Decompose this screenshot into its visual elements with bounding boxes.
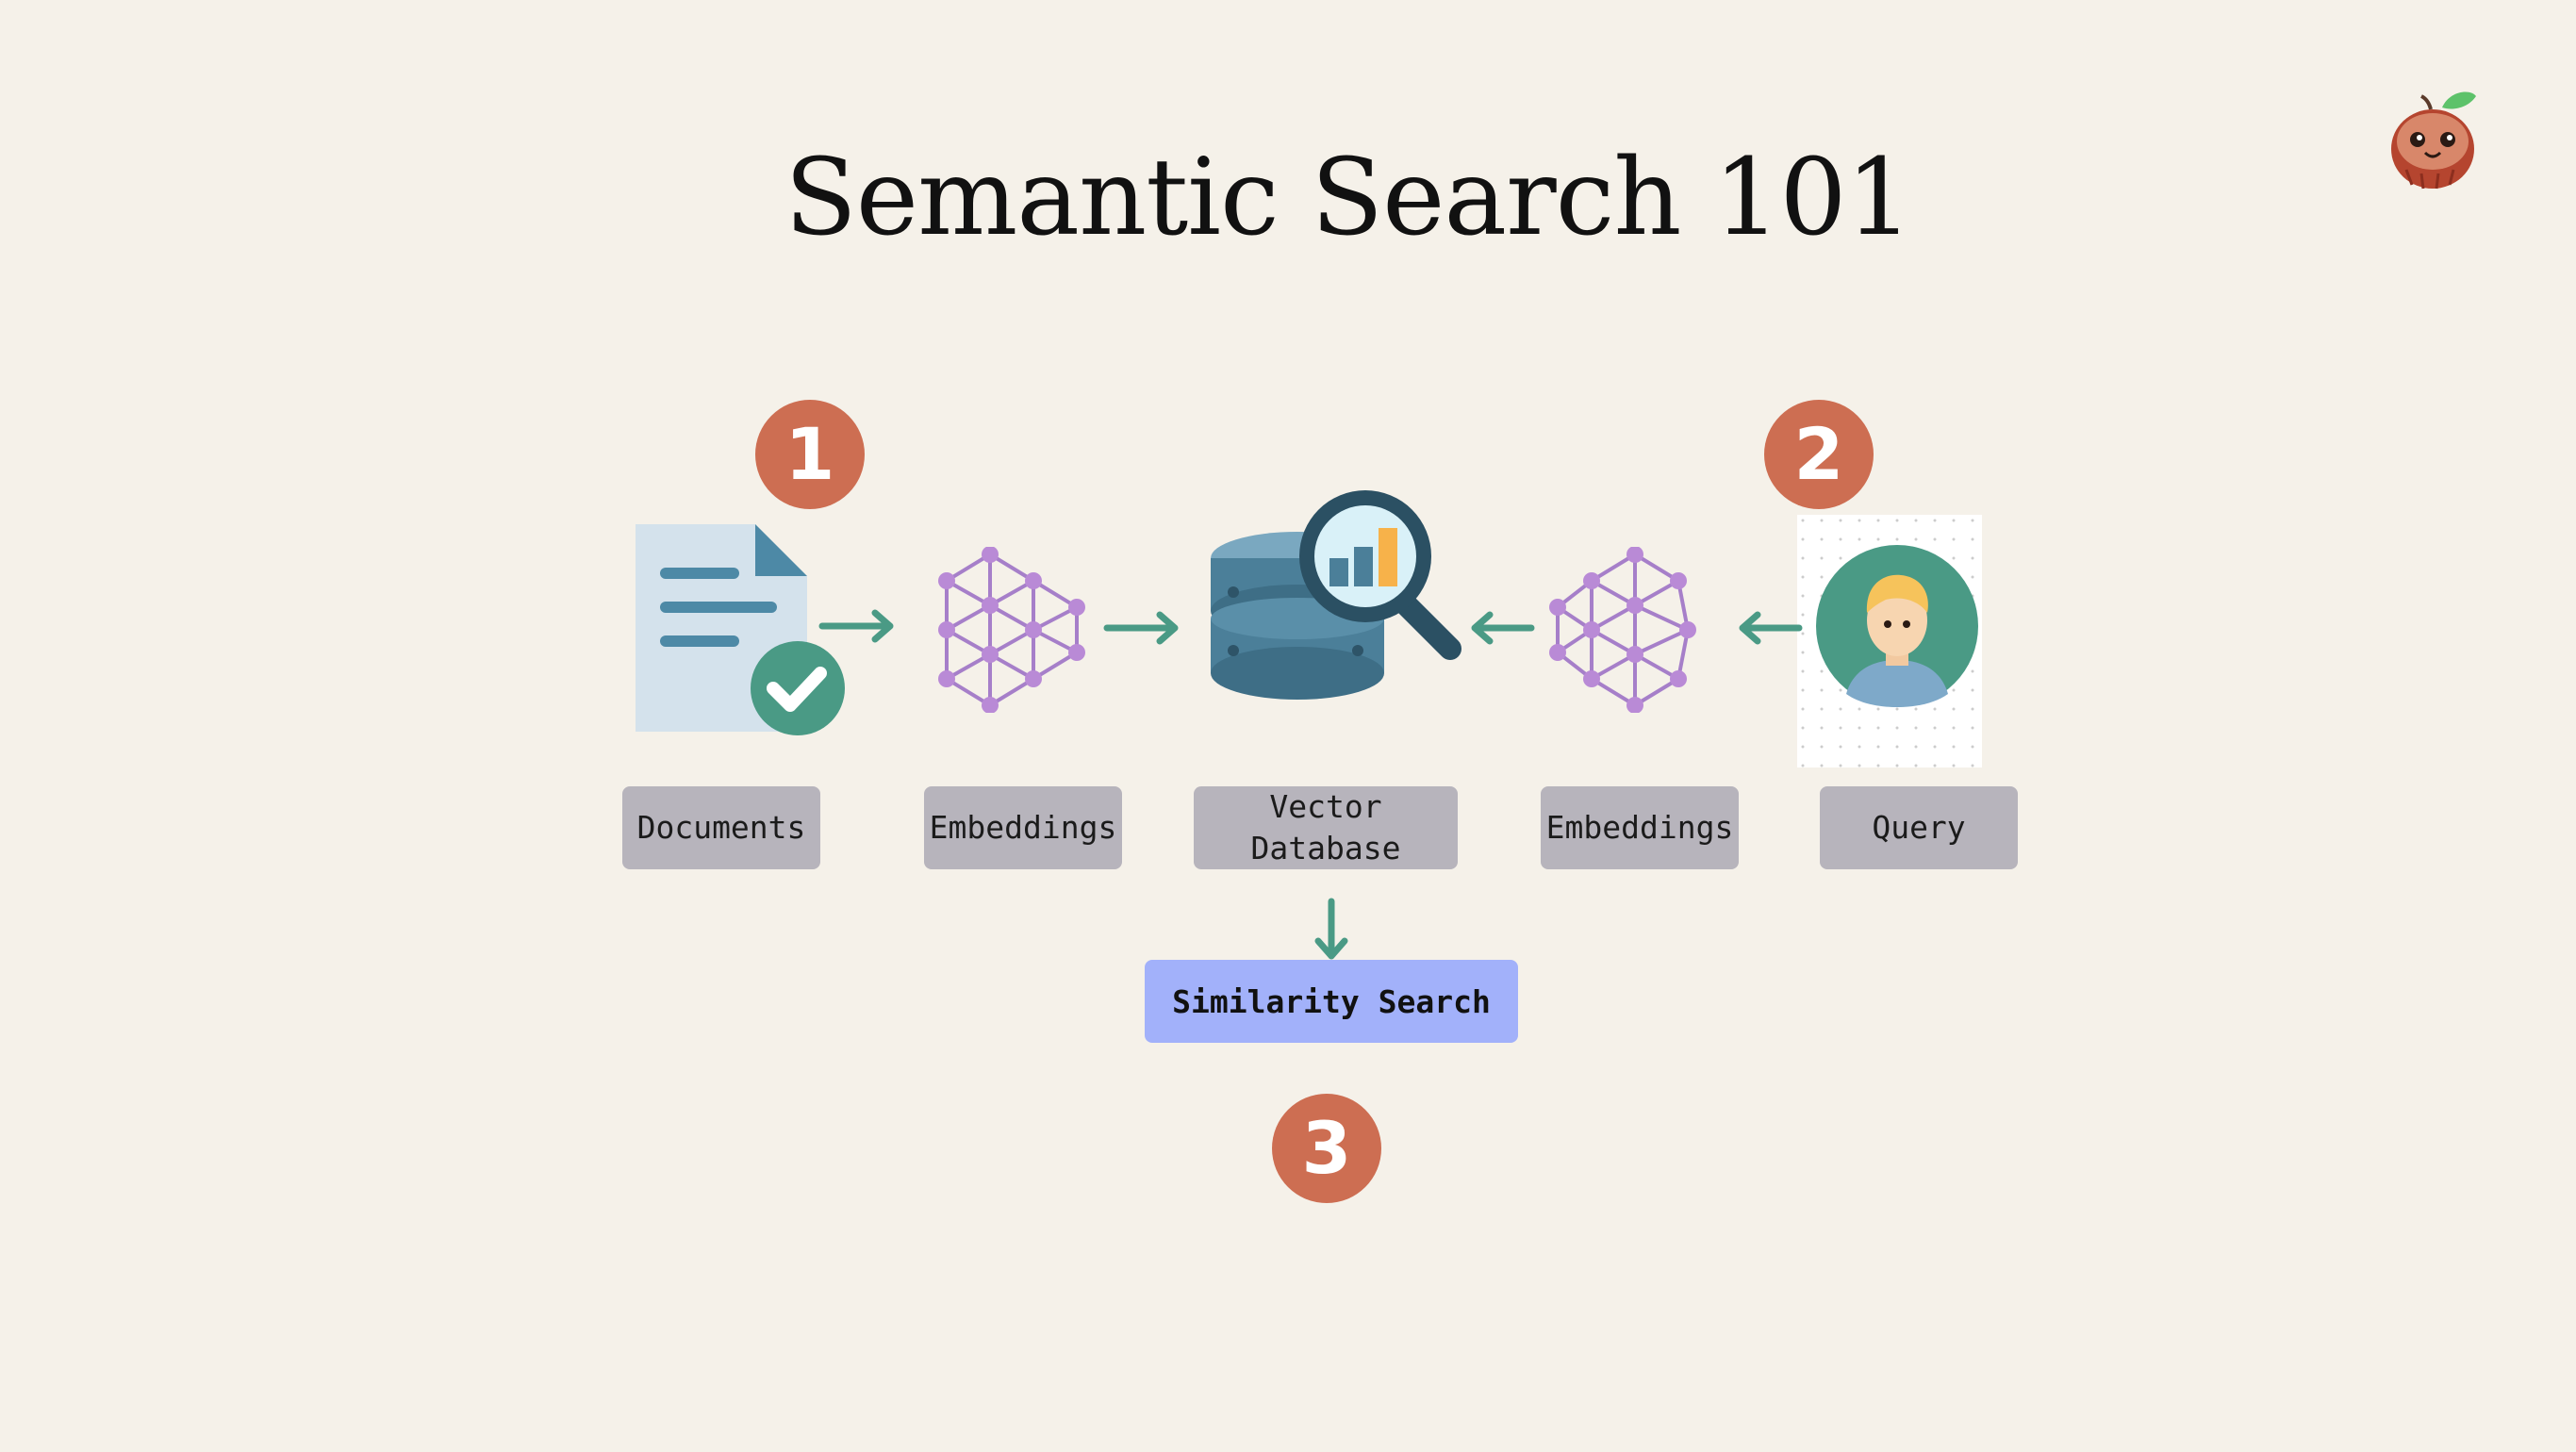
vector-database-label: Vector Database: [1194, 786, 1458, 869]
neural-network-icon: [1549, 547, 1696, 713]
arrow-left-icon: [1471, 611, 1535, 645]
step-3-badge: 3: [1272, 1094, 1381, 1203]
user-avatar-icon: [1797, 515, 1982, 767]
logo-icon: [2391, 91, 2476, 190]
arrow-left-icon: [1739, 611, 1803, 645]
arrow-down-icon: [1314, 898, 1348, 960]
neural-network-icon: [938, 547, 1085, 713]
embeddings-label-left: Embeddings: [924, 786, 1122, 869]
arrow-right-icon: [818, 609, 894, 643]
query-label: Query: [1820, 786, 2018, 869]
similarity-search-box: Similarity Search: [1145, 960, 1518, 1043]
database-search-icon: [1211, 490, 1461, 700]
step-2-badge: 2: [1764, 400, 1874, 509]
page-title: Semantic Search 101: [784, 137, 1913, 259]
document-check-icon: [636, 524, 845, 735]
embeddings-label-right: Embeddings: [1541, 786, 1739, 869]
step-1-badge: 1: [755, 400, 865, 509]
arrow-right-icon: [1103, 611, 1179, 645]
documents-label: Documents: [622, 786, 820, 869]
